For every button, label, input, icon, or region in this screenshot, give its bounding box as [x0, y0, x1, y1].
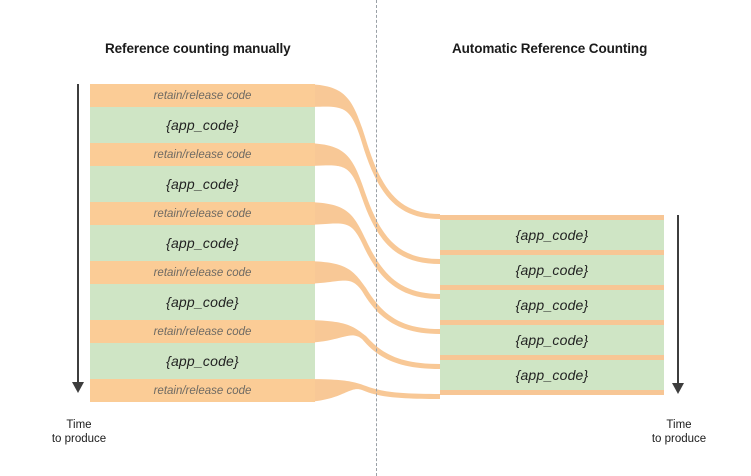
band-label: retain/release code: [153, 325, 252, 338]
band-app-code: {app_code}: [440, 360, 664, 390]
band-retain-release: retain/release code: [90, 320, 315, 343]
band-label: {app_code}: [515, 227, 589, 243]
band-app-code: {app_code}: [440, 325, 664, 355]
band-retain-release: retain/release code: [90, 84, 315, 107]
time-label-line1: Time: [66, 419, 92, 431]
band-label: {app_code}: [166, 353, 239, 369]
time-to-produce-label-right: Time to produce: [648, 418, 710, 446]
time-axis-arrow-left: [72, 84, 84, 393]
band-label: retain/release code: [153, 207, 252, 220]
band-retain-release-rule: [440, 215, 664, 220]
band-label: {app_code}: [515, 297, 589, 313]
band-app-code: {app_code}: [90, 225, 315, 261]
time-axis-arrow-right: [672, 215, 684, 394]
time-label-line1: Time: [666, 419, 692, 431]
left-column-stack: retain/release code {app_code} retain/re…: [90, 84, 315, 402]
band-retain-release-rule: [440, 320, 664, 325]
band-app-code: {app_code}: [90, 107, 315, 143]
band-app-code: {app_code}: [90, 166, 315, 202]
time-label-line2: to produce: [51, 433, 107, 445]
band-retain-release: retain/release code: [90, 379, 315, 402]
arrow-shaft: [77, 84, 79, 384]
band-label: retain/release code: [153, 89, 252, 102]
time-to-produce-label-left: Time to produce: [48, 418, 110, 446]
heading-automatic-reference-counting: Automatic Reference Counting: [452, 41, 648, 56]
band-label: {app_code}: [166, 176, 239, 192]
band-label: {app_code}: [166, 235, 239, 251]
band-label: {app_code}: [166, 117, 239, 133]
arrow-shaft: [677, 215, 679, 385]
divider-dashed-line: [376, 0, 377, 476]
band-retain-release: retain/release code: [90, 261, 315, 284]
band-label: retain/release code: [153, 266, 252, 279]
band-retain-release-rule: [440, 285, 664, 290]
right-column-stack: {app_code} {app_code} {app_code} {app_co…: [440, 215, 664, 395]
band-app-code: {app_code}: [440, 220, 664, 250]
band-label: retain/release code: [153, 148, 252, 161]
band-app-code: {app_code}: [90, 343, 315, 379]
band-label: {app_code}: [515, 332, 589, 348]
band-label: {app_code}: [515, 262, 589, 278]
band-retain-release-rule: [440, 250, 664, 255]
band-retain-release-rule: [440, 355, 664, 360]
band-app-code: {app_code}: [440, 255, 664, 285]
heading-reference-counting-manually: Reference counting manually: [105, 41, 291, 56]
arrow-head-down-icon: [672, 383, 684, 394]
band-app-code: {app_code}: [90, 284, 315, 320]
band-retain-release: retain/release code: [90, 143, 315, 166]
band-label: {app_code}: [166, 294, 239, 310]
band-label: {app_code}: [515, 367, 589, 383]
band-retain-release-rule: [440, 390, 664, 395]
band-retain-release: retain/release code: [90, 202, 315, 225]
arrow-head-down-icon: [72, 382, 84, 393]
band-label: retain/release code: [153, 384, 252, 397]
time-label-line2: to produce: [651, 433, 707, 445]
band-app-code: {app_code}: [440, 290, 664, 320]
